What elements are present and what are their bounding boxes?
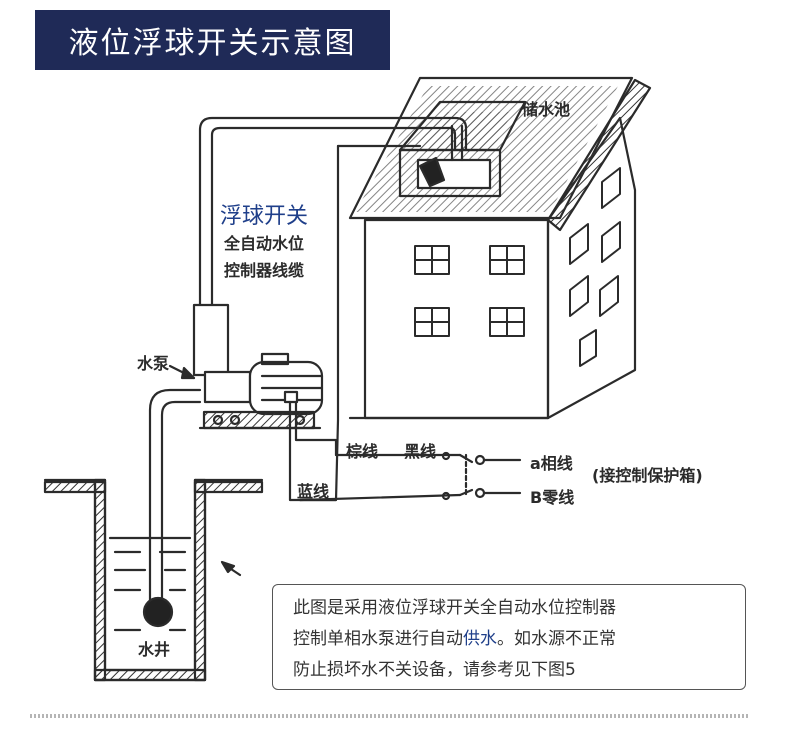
phase-a-label: a相线	[530, 454, 573, 473]
note-line-1: 此图是采用液位浮球开关全自动水位控制器	[293, 598, 616, 618]
page-title: 液位浮球开关示意图	[35, 10, 390, 70]
note-line-3: 防止损坏水不关设备，请参考见下图5	[293, 660, 576, 680]
neutral-b-label: B零线	[530, 488, 575, 507]
pump	[192, 303, 324, 430]
supply-pipe	[198, 116, 468, 307]
note-highlight: 供水	[463, 629, 497, 649]
storage-tank	[398, 100, 527, 198]
description-note: 此图是采用液位浮球开关全自动水位控制器 控制单相水泵进行自动供水。如水源不正常 …	[272, 584, 746, 690]
note-line-2: 控制单相水泵进行自动供水。如水源不正常	[293, 629, 616, 649]
dotted-divider	[30, 714, 748, 718]
pump-label: 水泵	[137, 354, 170, 373]
controller-label-line1: 全自动水位	[224, 234, 305, 253]
blue-wire-label: 蓝线	[297, 482, 330, 501]
controller-label-line2: 控制器线缆	[224, 261, 305, 280]
well-label: 水井	[138, 640, 171, 659]
float-switch-label: 浮球开关	[220, 204, 309, 229]
suction-pipe	[148, 388, 202, 602]
brown-wire-label: 棕线	[346, 442, 379, 461]
window	[414, 245, 525, 337]
black-wire-label: 黑线	[404, 442, 437, 461]
well	[43, 478, 264, 682]
storage-tank-label: 储水池	[522, 100, 571, 119]
control-box-label: (接控制保护箱)	[592, 466, 703, 485]
